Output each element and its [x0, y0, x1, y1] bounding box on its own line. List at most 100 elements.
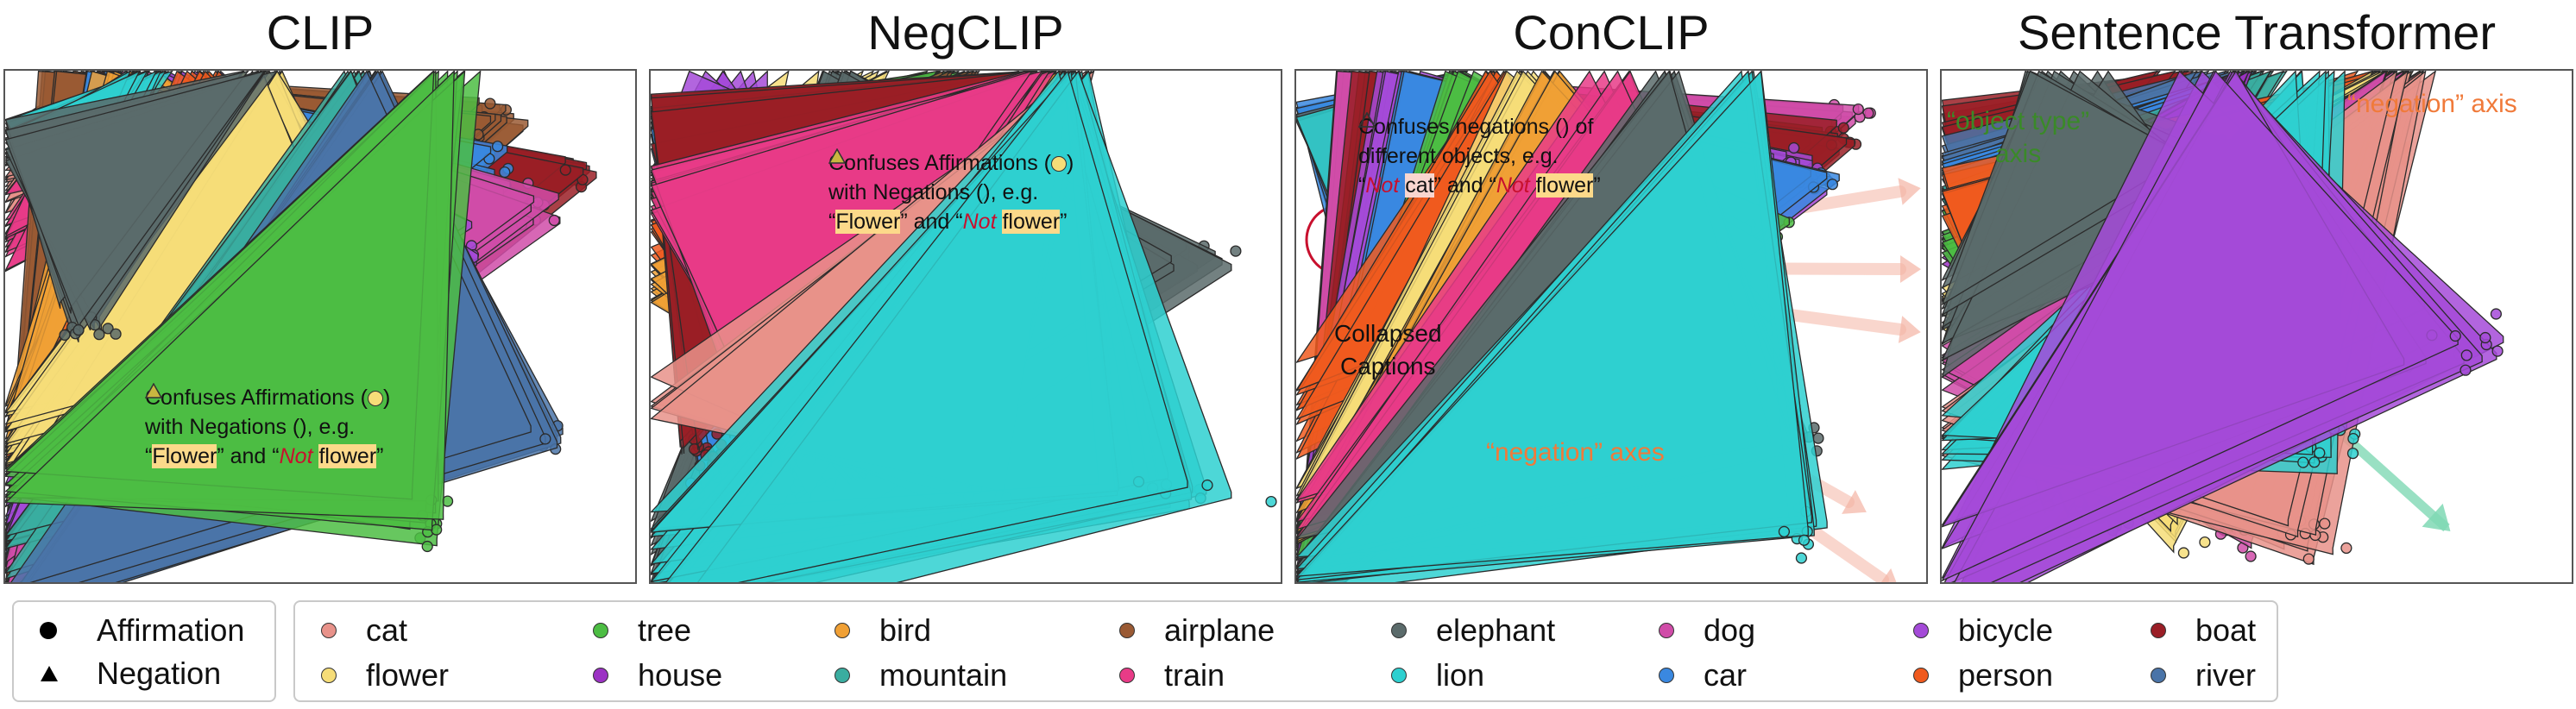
- conclip-scatter-plot: [1296, 71, 1921, 582]
- legend-item-car: car: [1659, 654, 1747, 697]
- legend-item-bird: bird: [835, 609, 931, 652]
- bicycle-point: [2460, 349, 2472, 361]
- legend-item-lion: lion: [1391, 654, 1484, 697]
- legend-negation: Negation: [40, 652, 221, 695]
- legend-label: boat: [2195, 612, 2257, 648]
- elephant-point: [93, 329, 105, 341]
- legend-label: river: [2195, 657, 2256, 693]
- tree-point: [431, 524, 443, 536]
- bicycle-point: [1942, 71, 2459, 582]
- elephant-point: [102, 323, 114, 335]
- person-color-swatch-icon: [1913, 668, 1929, 683]
- lion-point: [1296, 71, 1809, 577]
- cat-point: [2340, 542, 2352, 555]
- cat-point: [2319, 518, 2331, 530]
- elephant-point: [1812, 432, 1824, 444]
- car-point: [491, 141, 504, 153]
- collapsed-captions-label: Collapsed Captions: [1334, 320, 1442, 380]
- legend-item-house: house: [593, 654, 722, 697]
- sentence-transformer-scatter-plot: [1942, 71, 2504, 582]
- legend-item-tree: tree: [593, 609, 691, 652]
- car-color-swatch-icon: [1659, 668, 1674, 683]
- legend-label: bird: [879, 612, 932, 648]
- cat-color-swatch-icon: [321, 623, 337, 638]
- legend-item-cat: cat: [321, 609, 407, 652]
- legend-label: flower: [366, 657, 450, 693]
- affirmation-circle-icon: [1050, 156, 1067, 172]
- legend-label: person: [1958, 657, 2054, 693]
- bird-color-swatch-icon: [835, 623, 850, 638]
- conclip-title: ConCLIP: [1513, 5, 1710, 60]
- negclip-annotation: Confuses Affirmations () with Negations …: [828, 148, 1074, 236]
- triangle-marker-icon: [41, 666, 58, 681]
- negclip-scatter-panel: Confuses Affirmations () with Negations …: [649, 69, 1282, 584]
- legend-label: train: [1164, 657, 1225, 693]
- lion-point: [2297, 456, 2309, 468]
- clip-annotation: Confuses Affirmations () with Negations …: [145, 383, 390, 471]
- sentence-transformer-title: Sentence Transformer: [2017, 5, 2497, 60]
- bicycle-point: [2490, 308, 2503, 320]
- negation-axis-arrowhead: [1899, 255, 1921, 283]
- legend-label: elephant: [1436, 612, 1556, 648]
- elephant-color-swatch-icon: [1391, 623, 1407, 638]
- lion-color-swatch-icon: [1391, 668, 1407, 683]
- lion-point: [1798, 534, 1811, 546]
- train-color-swatch-icon: [1119, 668, 1135, 683]
- legend-label: tree: [638, 612, 692, 648]
- negation-axis-arrowhead: [1898, 178, 1921, 205]
- dog-point: [548, 214, 560, 227]
- legend-label: airplane: [1164, 612, 1275, 648]
- dog-point: [1852, 103, 1864, 116]
- circle-marker-icon: [40, 622, 57, 639]
- elephant-point: [1230, 245, 1242, 257]
- scatter-points: [1942, 71, 2504, 582]
- boat-point: [559, 164, 571, 176]
- clip-scatter-plot: [5, 71, 597, 582]
- river-point: [539, 433, 551, 445]
- negation-axis-arrowhead: [1842, 490, 1867, 514]
- legend-item-airplane: airplane: [1119, 609, 1275, 652]
- lion-point: [2308, 456, 2321, 468]
- tree-color-swatch-icon: [593, 623, 608, 638]
- dog-point: [2245, 550, 2257, 562]
- bicycle-point: [2491, 345, 2504, 357]
- legend-item-river: river: [2151, 654, 2256, 697]
- mountain-color-swatch-icon: [835, 668, 850, 683]
- legend-label: car: [1704, 657, 1748, 693]
- lion-point: [1778, 525, 1791, 538]
- affirmation-circle-icon: [367, 391, 383, 406]
- elephant-point: [72, 323, 85, 336]
- boat-color-swatch-icon: [2151, 623, 2166, 638]
- scatter-points: [651, 71, 1277, 582]
- negation-triangle-icon: [828, 148, 846, 164]
- lion-point: [2314, 447, 2326, 459]
- scatter-points: [5, 71, 597, 582]
- legend-item-person: person: [1913, 654, 2053, 697]
- negation-triangle-outline-icon: [1358, 112, 1376, 128]
- conclip-annotation: Confuses negations () of different objec…: [1358, 112, 1601, 200]
- negation-axis-label: “negation” axis: [2347, 90, 2517, 118]
- river-color-swatch-icon: [2151, 668, 2166, 683]
- legend-label: dog: [1704, 612, 1756, 648]
- boat-point: [688, 443, 701, 455]
- legend-item-dog: dog: [1659, 609, 1755, 652]
- legend-item-bicycle: bicycle: [1913, 609, 2053, 652]
- flower-point: [2199, 536, 2211, 549]
- flower-point: [2177, 547, 2189, 559]
- elephant-point: [59, 329, 71, 341]
- negclip-title: NegCLIP: [867, 5, 1064, 60]
- lion-point: [1201, 479, 1213, 492]
- car-point: [1826, 179, 1839, 191]
- tree-point: [421, 540, 433, 553]
- dog-color-swatch-icon: [1659, 623, 1674, 638]
- legend-item-boat: boat: [2151, 609, 2256, 652]
- sentence-transformer-scatter-panel: “object type” axis “negation” axis: [1940, 69, 2573, 584]
- bicycle-point: [2459, 364, 2472, 376]
- legend-label: lion: [1436, 657, 1485, 693]
- legend-item-train: train: [1119, 654, 1225, 697]
- bicycle-point: [1788, 141, 1800, 154]
- bicycle-point: [2479, 331, 2491, 344]
- legend-item-elephant: elephant: [1391, 609, 1555, 652]
- boat-point: [1837, 122, 1849, 134]
- legend-item-mountain: mountain: [835, 654, 1007, 697]
